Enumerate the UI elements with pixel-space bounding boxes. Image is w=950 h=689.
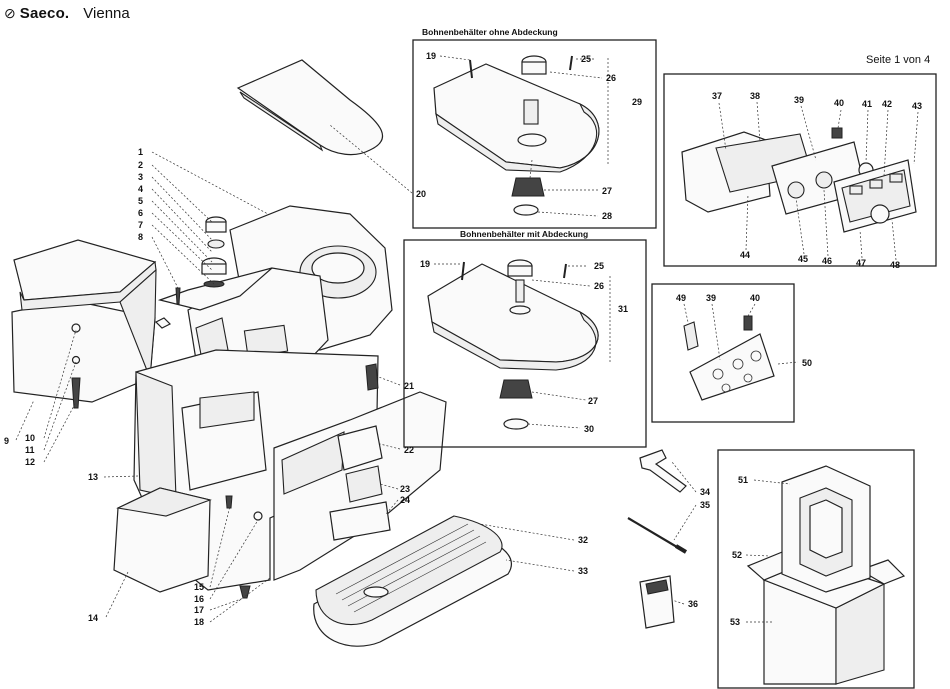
part-label: 11 [25,445,35,455]
spanner-tool [639,449,687,493]
part-label: 40 [834,98,844,108]
part-label: 24 [400,495,410,505]
part-label: 7 [138,220,143,230]
part-label: 1 [138,147,143,157]
part-label: 40 [750,293,760,303]
part-label: 29 [632,97,642,107]
drip-tray-grid [315,515,503,626]
panel-bean-hopper-with-cover [403,239,647,448]
part-label: 25 [581,54,591,64]
cleaning-brush [627,517,683,551]
part-label: 26 [594,281,604,291]
accessories [627,449,688,629]
brand-logo: Saeco. [19,4,70,22]
part-label: 10 [25,433,35,443]
part-label: 39 [794,95,804,105]
part-label: 50 [802,358,812,368]
part-label: 37 [712,91,722,101]
part-label: 18 [194,617,204,627]
part-label: 27 [588,396,598,406]
part-label: 17 [194,605,204,615]
page-info: Seite 1 von 4 [866,54,931,66]
part-label: 52 [732,550,742,560]
panel-control-board [651,283,795,423]
panel-titles: Bohnenbehälter ohne Abdeckung Bohnenbehä… [422,27,588,239]
panel-bean-hopper-without-cover [412,39,657,229]
part-label: 45 [798,254,808,264]
part-label: 49 [676,293,686,303]
part-label: 19 [426,51,436,61]
panel-title-with-cover: Bohnenbehälter mit Abdeckung [460,229,588,239]
part-label: 25 [594,261,604,271]
part-label: 42 [882,99,892,109]
part-label: 30 [584,424,594,434]
part-label: 20 [416,189,426,199]
main-machine-assembly [11,59,447,599]
part-label: 51 [738,475,748,485]
part-label: 35 [700,500,710,510]
part-label: 46 [822,256,832,266]
panel-title-without-cover: Bohnenbehälter ohne Abdeckung [422,27,558,37]
part-label: 13 [88,472,98,482]
header: ⊘ Saeco. Vienna [4,0,130,26]
part-label: 15 [194,582,204,592]
part-label: 34 [700,487,710,497]
lid-cover [236,59,384,156]
part-label: 6 [138,208,143,218]
part-label: 33 [578,566,588,576]
part-label: 22 [404,445,414,455]
part-label: 23 [400,484,410,494]
brand-logo-icon: ⊘ [4,4,16,21]
part-label: 14 [88,613,98,623]
part-number-labels: 1 2 3 4 5 6 7 8 9 10 11 12 13 14 15 16 1… [4,51,922,627]
part-label: 4 [138,184,143,194]
part-label: 39 [706,293,716,303]
part-label: 31 [618,304,628,314]
part-label: 38 [750,91,760,101]
part-label: 53 [730,617,740,627]
drip-tray-assembly [313,515,512,647]
part-label: 8 [138,232,143,242]
part-label: 5 [138,196,143,206]
part-label: 9 [4,436,9,446]
part-label: 41 [862,99,872,109]
part-label: 3 [138,172,143,182]
part-label: 19 [420,259,430,269]
part-label: 36 [688,599,698,609]
part-label: 26 [606,73,616,83]
part-label: 47 [856,258,866,268]
part-label: 27 [602,186,612,196]
part-label: 12 [25,457,35,467]
part-label: 43 [912,101,922,111]
part-label: 16 [194,594,204,604]
panel-control-unit [663,73,937,267]
part-label: 21 [404,381,414,391]
part-label: 32 [578,535,588,545]
part-label: 2 [138,160,143,170]
part-label: 44 [740,250,750,260]
leader-lines [15,55,919,623]
part-label: 48 [890,260,900,270]
part-label: 28 [602,211,612,221]
model-name: Vienna [83,4,130,22]
panel-packaging [717,449,915,689]
